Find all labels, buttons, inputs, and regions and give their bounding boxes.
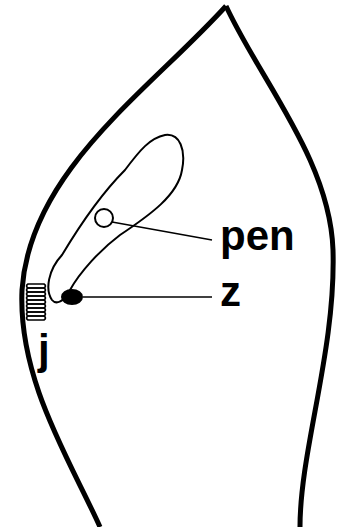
ovule-outline	[226, 6, 333, 527]
leader-line	[83, 296, 212, 298]
part-label: pen	[220, 215, 295, 257]
part-label: j	[38, 329, 50, 371]
leader-line	[112, 222, 212, 240]
ovule-outline	[22, 6, 226, 527]
part-label: z	[220, 271, 241, 313]
embryo-sac	[48, 135, 183, 302]
endosperm-nucleus	[95, 209, 113, 227]
zygote	[61, 289, 83, 305]
hatched-structure	[27, 284, 46, 320]
